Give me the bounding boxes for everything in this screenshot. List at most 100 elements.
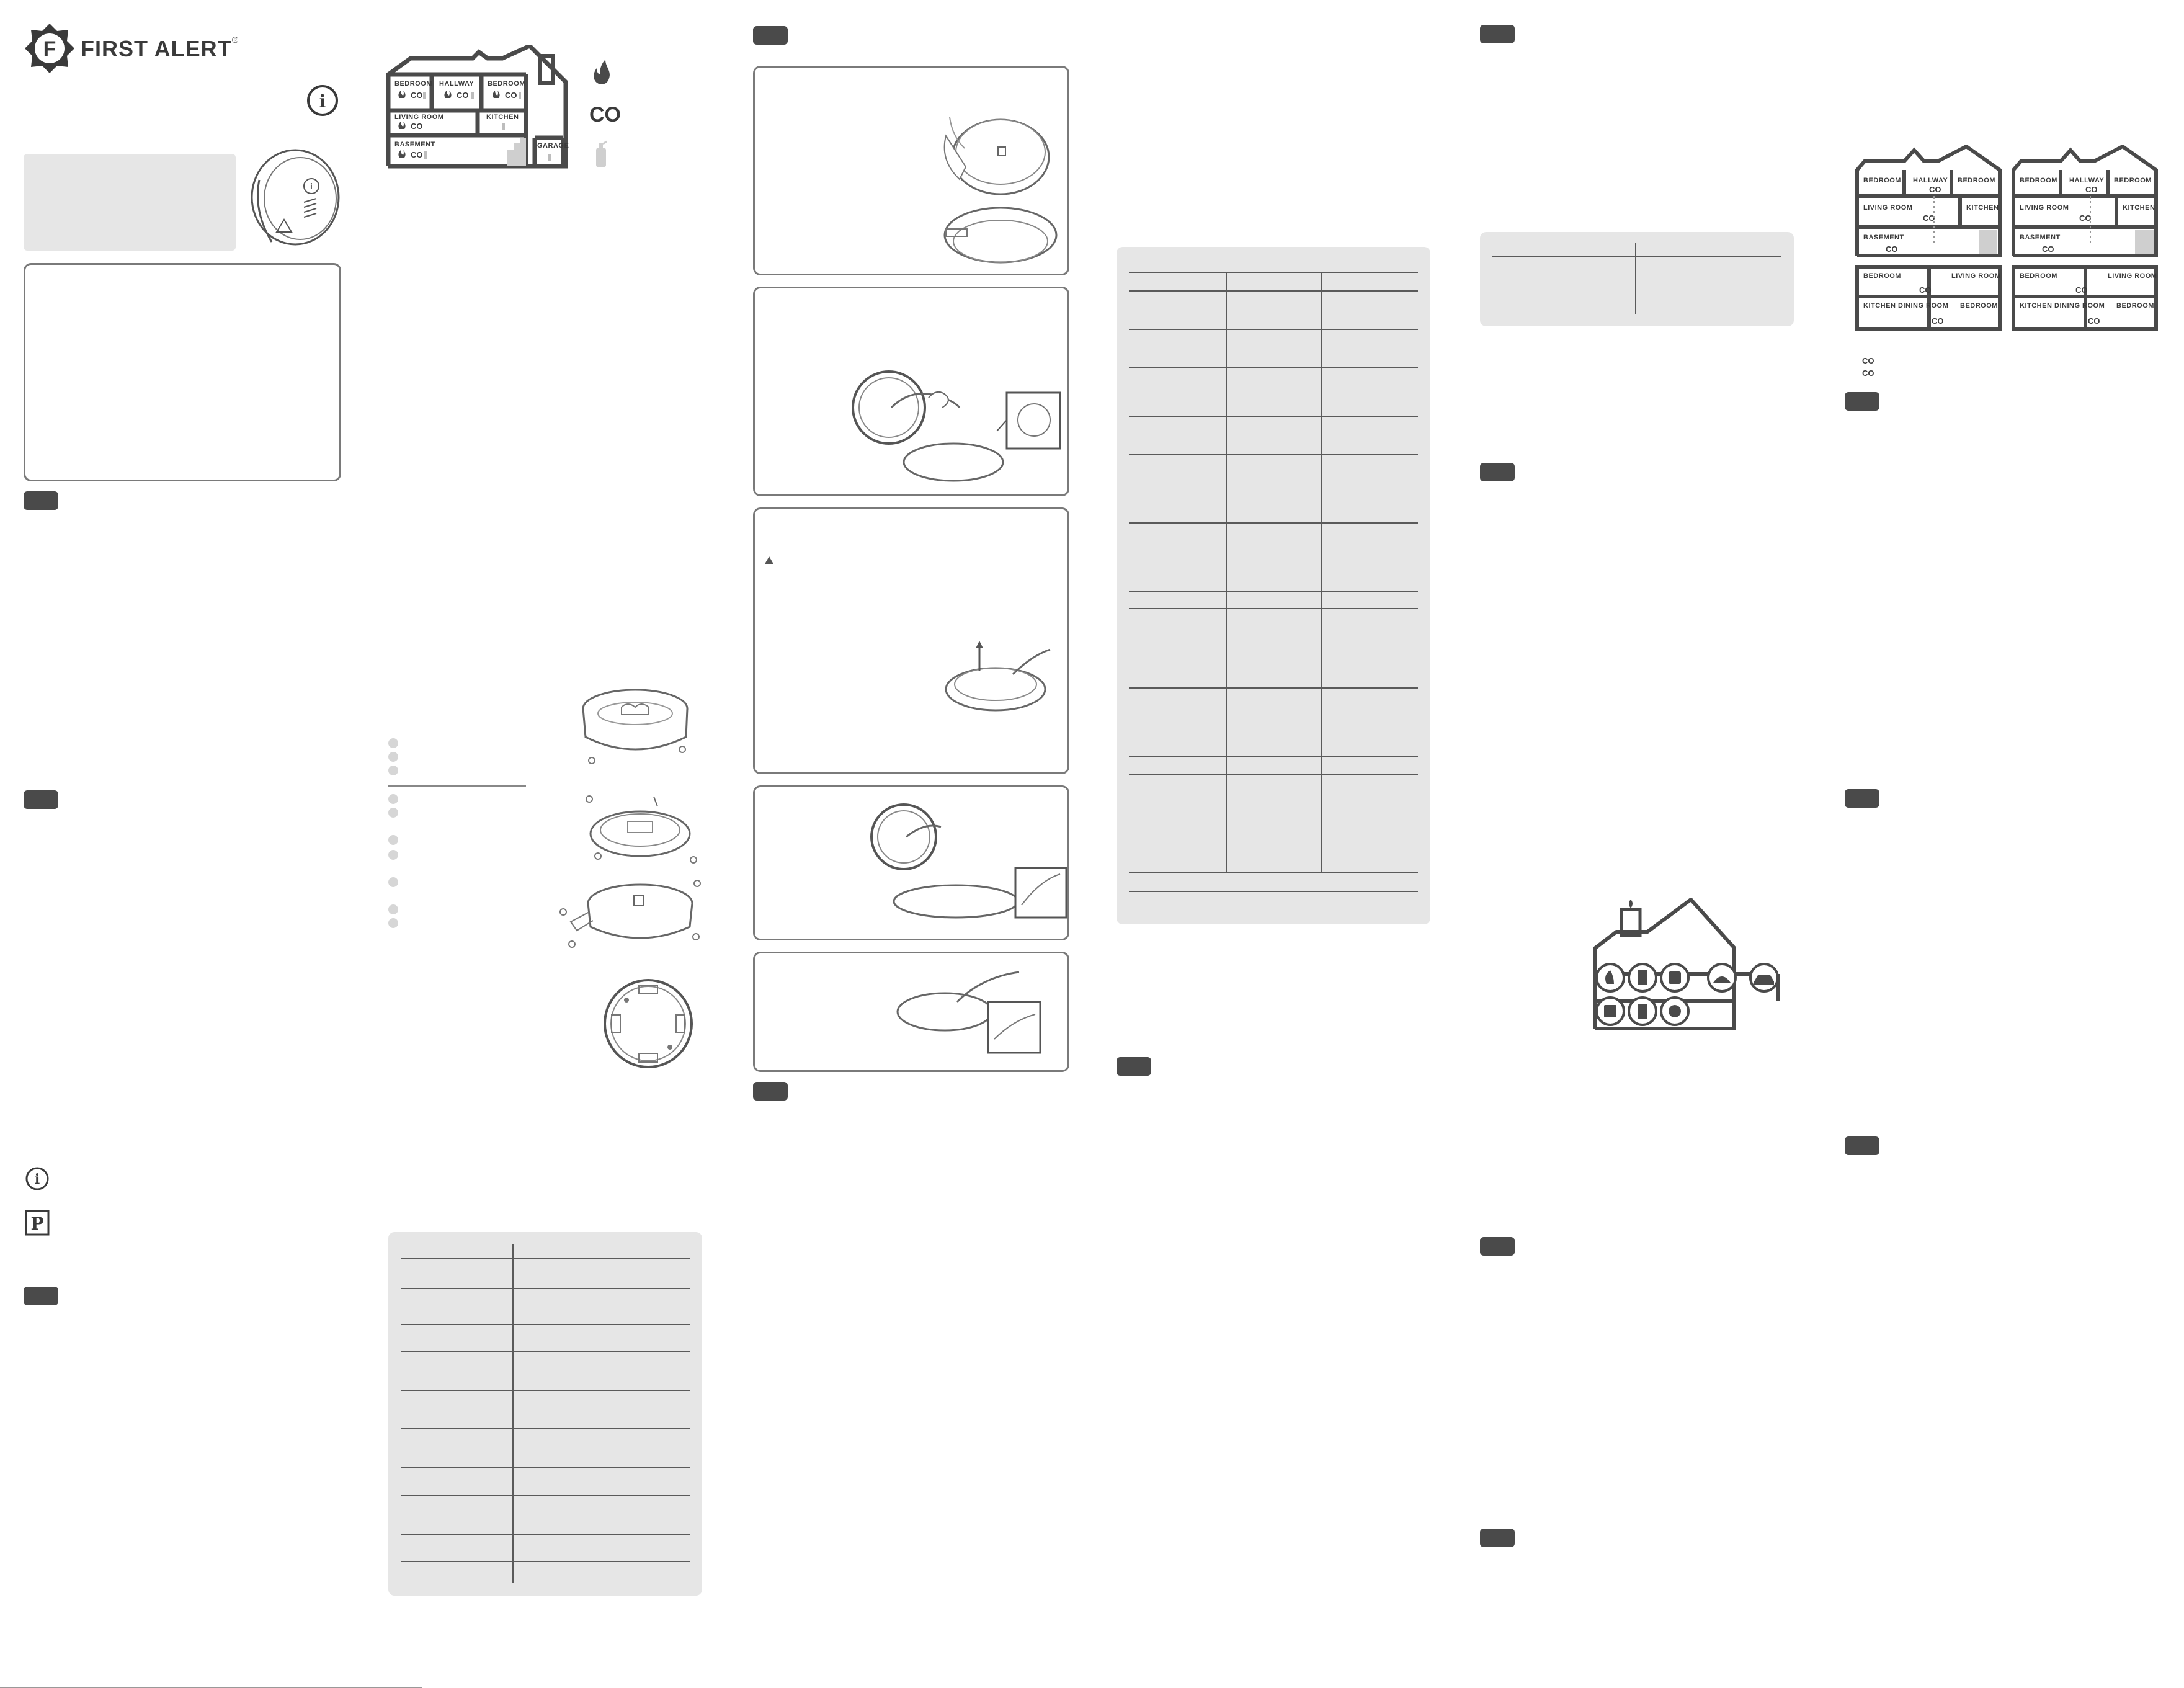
svg-text:DINING ROOM: DINING ROOM (2054, 302, 2105, 310)
detector-exploded-view-2 (583, 788, 698, 869)
parts-bullet (388, 808, 398, 818)
step-box-3 (753, 507, 1069, 774)
parts-bullet (388, 835, 398, 845)
svg-text:CO: CO (505, 91, 517, 100)
spec-table-row-rule (401, 1324, 690, 1325)
svg-text:BASEMENT: BASEMENT (2020, 234, 2061, 241)
step-box-1 (753, 66, 1069, 275)
first-alert-logo-icon: F (25, 24, 74, 73)
svg-text:BEDROOM: BEDROOM (1863, 272, 1901, 280)
tt-row-rule (1129, 608, 1418, 609)
svg-text:CO: CO (1862, 368, 1874, 378)
spec-table-row-rule (401, 1495, 690, 1496)
svg-text:CO: CO (411, 122, 423, 131)
svg-text:i: i (319, 91, 326, 112)
section-tab (24, 1287, 58, 1305)
svg-text:CO: CO (1919, 285, 1932, 295)
multi-floor-placement-diagrams: BEDROOM HALLWAY BEDROOM LIVING ROOM KITC… (1855, 144, 2165, 380)
legend-extinguisher-icon (594, 140, 608, 169)
spec-table-col-divider (512, 1244, 514, 1583)
step-box-2 (753, 287, 1069, 496)
test-button-illustration (896, 971, 1041, 1054)
svg-text:KITCHEN: KITCHEN (486, 114, 519, 121)
section-tab (24, 491, 58, 510)
svg-text:KITCHEN: KITCHEN (1966, 204, 1999, 212)
tt-row-rule (1129, 272, 1418, 273)
svg-text:LIVING ROOM: LIVING ROOM (394, 114, 443, 121)
legend-flame-icon (591, 58, 612, 86)
intro-panel (24, 154, 236, 251)
svg-text:BEDROOM: BEDROOM (394, 80, 432, 87)
svg-text:i: i (310, 181, 313, 191)
parts-bullet (388, 766, 398, 775)
svg-text:CO: CO (1929, 185, 1941, 194)
section-tab (1845, 789, 1879, 808)
parts-bullet (388, 918, 398, 928)
tt-col-divider-1 (1226, 272, 1227, 872)
brand-logo: F FIRST ALERT ® (24, 22, 247, 74)
spec-table-row-rule (401, 1288, 690, 1289)
svg-text:GARAGE: GARAGE (537, 142, 569, 150)
svg-text:BEDROOM: BEDROOM (2116, 302, 2154, 310)
tt-row-rule (1129, 872, 1418, 873)
battery-pull-illustration (945, 641, 1051, 712)
svg-text:BEDROOM: BEDROOM (1960, 302, 1998, 310)
parts-bullet (388, 752, 398, 762)
info-icon: i (25, 1166, 50, 1191)
svg-text:BEDROOM: BEDROOM (2114, 177, 2152, 184)
info-table-panel (1480, 232, 1794, 326)
detector-remove-illustration (943, 117, 1058, 264)
parking-icon: P (25, 1210, 50, 1236)
parts-bullet (388, 904, 398, 914)
co-sources-illustration (1592, 896, 1794, 1031)
section-tab (1480, 1237, 1515, 1256)
svg-text:CO: CO (411, 150, 423, 159)
tt-row-rule (1129, 416, 1418, 417)
section-tab (753, 1082, 788, 1101)
svg-text:LIVING ROOM: LIVING ROOM (2108, 272, 2157, 280)
parts-bullet (388, 850, 398, 860)
svg-text:CO: CO (1932, 316, 1944, 326)
svg-text:KITCHEN: KITCHEN (2123, 204, 2155, 212)
svg-text:HALLWAY: HALLWAY (2069, 177, 2104, 184)
mounting-plate-illustration (602, 975, 695, 1072)
svg-text:BEDROOM: BEDROOM (488, 80, 525, 87)
parts-bullet (388, 794, 398, 804)
tt-row-rule (1129, 591, 1418, 592)
svg-text:LIVING ROOM: LIVING ROOM (1951, 272, 2000, 280)
section-tab (24, 790, 58, 809)
warning-box (24, 263, 341, 481)
house-placement-diagram: BEDROOM HALLWAY BEDROOM LIVING ROOM KITC… (386, 43, 584, 169)
spec-table-row-rule (401, 1534, 690, 1535)
svg-text:CO: CO (2088, 316, 2100, 326)
brand-trademark: ® (232, 35, 239, 45)
section-tab (1480, 25, 1515, 43)
spec-table-row-rule (401, 1351, 690, 1352)
step-box-4 (753, 785, 1069, 940)
svg-text:KITCHEN: KITCHEN (1863, 302, 1896, 310)
svg-text:CO: CO (2042, 244, 2054, 254)
detector-exploded-view-3 (558, 875, 702, 953)
svg-text:CO: CO (2079, 213, 2092, 223)
brand-name: FIRST ALERT (81, 36, 232, 61)
svg-text:BEDROOM: BEDROOM (2020, 272, 2057, 280)
tt-row-rule (1129, 367, 1418, 368)
parts-bullet (388, 877, 398, 887)
svg-text:CO: CO (1862, 356, 1874, 365)
parts-divider (388, 785, 526, 787)
section-tab (753, 26, 788, 45)
tt-row-rule (1129, 290, 1418, 292)
wiring-illustration (852, 370, 1061, 482)
section-tab (1845, 392, 1879, 411)
spec-table-row-rule (401, 1258, 690, 1259)
step-box-5 (753, 952, 1069, 1072)
parts-bullet (388, 738, 398, 748)
warning-triangle-icon (765, 556, 773, 564)
svg-text:CO: CO (411, 91, 423, 100)
section-tab (1480, 463, 1515, 481)
info-table-rule (1492, 256, 1781, 257)
svg-text:BASEMENT: BASEMENT (394, 141, 435, 148)
info-icon: i (306, 84, 339, 117)
svg-text:CO: CO (457, 91, 469, 100)
detector-illustration: i (247, 143, 341, 254)
